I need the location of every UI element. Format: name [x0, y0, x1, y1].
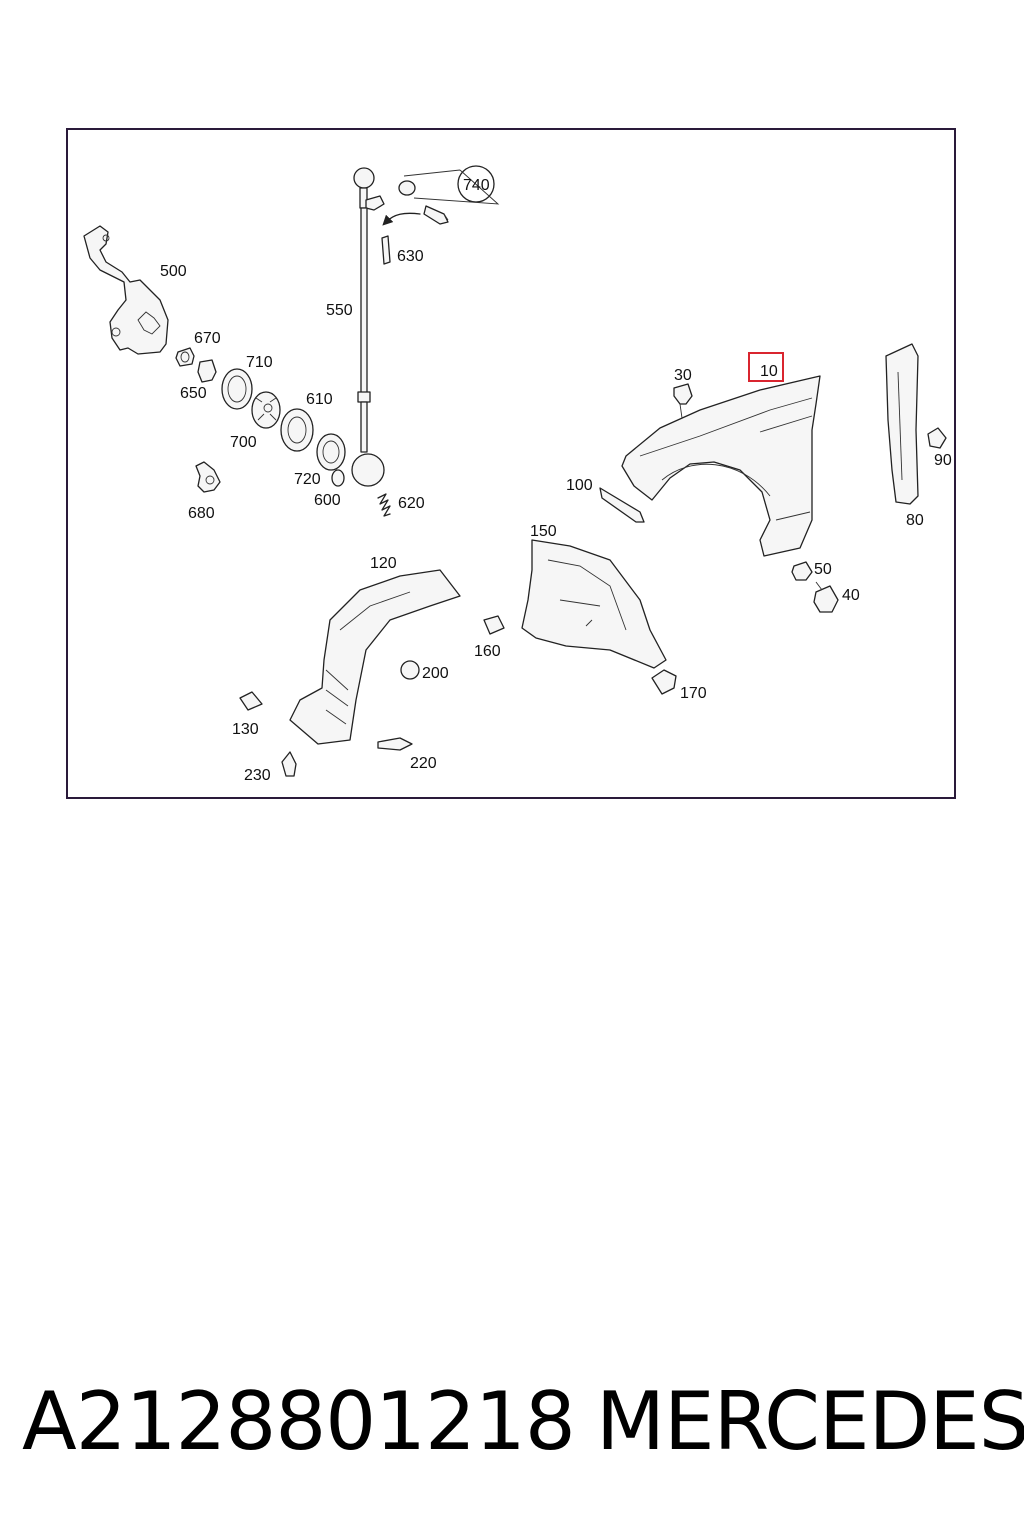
label-650: 650: [180, 385, 207, 402]
label-80: 80: [906, 512, 924, 529]
label-230: 230: [244, 767, 271, 784]
label-10: 10: [760, 363, 778, 380]
label-670: 670: [194, 330, 221, 347]
part-30-screw[interactable]: [673, 383, 693, 419]
part-200-grommet[interactable]: [400, 660, 420, 680]
label-630: 630: [397, 248, 424, 265]
label-680: 680: [188, 505, 215, 522]
part-10-front-fender[interactable]: [621, 375, 821, 557]
label-100: 100: [566, 477, 593, 494]
label-160: 160: [474, 643, 501, 660]
part-100-strip[interactable]: [599, 487, 645, 523]
part-630-pin[interactable]: [381, 235, 391, 265]
label-620: 620: [398, 495, 425, 512]
part-500-bracket[interactable]: [83, 225, 169, 355]
part-120-wheel-liner[interactable]: [289, 569, 461, 745]
label-50: 50: [814, 561, 832, 578]
label-220: 220: [410, 755, 437, 772]
part-550-rod[interactable]: [351, 167, 385, 487]
label-170: 170: [680, 685, 707, 702]
part-50-grommet[interactable]: [791, 561, 813, 581]
label-720: 720: [294, 471, 321, 488]
part-670-bushing[interactable]: [175, 347, 195, 367]
part-620-spring[interactable]: [377, 493, 391, 517]
part-700-hub[interactable]: [251, 391, 281, 429]
label-40: 40: [842, 587, 860, 604]
part-number: A2128801218: [22, 1375, 576, 1468]
label-610: 610: [306, 391, 333, 408]
label-90: 90: [934, 452, 952, 469]
part-610-ring[interactable]: [280, 408, 314, 452]
part-680-clip[interactable]: [195, 461, 221, 493]
part-740-fastener-set[interactable]: [382, 165, 500, 226]
part-160-clip[interactable]: [483, 615, 505, 635]
label-30: 30: [674, 367, 692, 384]
label-150: 150: [530, 523, 557, 540]
label-550: 550: [326, 302, 353, 319]
part-90-clip[interactable]: [927, 427, 947, 449]
label-120: 120: [370, 555, 397, 572]
part-40-screw[interactable]: [813, 581, 839, 613]
label-200: 200: [422, 665, 449, 682]
part-80-pillar-trim[interactable]: [885, 343, 919, 505]
highlight-box: [748, 352, 784, 382]
label-700: 700: [230, 434, 257, 451]
part-130-clip[interactable]: [239, 691, 263, 711]
brand-name: MERCEDES: [596, 1375, 1024, 1468]
part-710-ring[interactable]: [221, 368, 253, 410]
label-740: 740: [463, 177, 490, 194]
part-220-rivet[interactable]: [377, 737, 413, 751]
label-500: 500: [160, 263, 187, 280]
part-720-ring[interactable]: [316, 433, 346, 471]
part-600-washer[interactable]: [331, 469, 345, 487]
part-230-screw[interactable]: [281, 751, 297, 777]
part-170-clip[interactable]: [651, 669, 677, 695]
label-130: 130: [232, 721, 259, 738]
part-150-wheel-liner[interactable]: [521, 539, 667, 669]
part-650-bushing[interactable]: [197, 359, 217, 383]
footer-caption: A2128801218 MERCEDES: [0, 1372, 1024, 1472]
label-600: 600: [314, 492, 341, 509]
label-710: 710: [246, 354, 273, 371]
